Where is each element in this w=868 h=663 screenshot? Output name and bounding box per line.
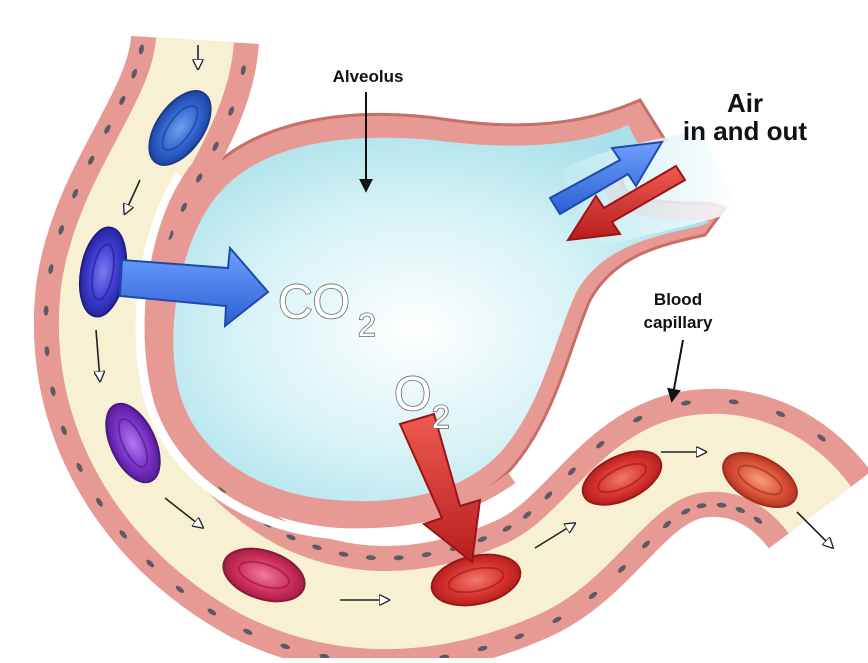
wall-cell-nucleus xyxy=(240,65,246,76)
wall-cell-nucleus xyxy=(280,643,291,650)
red-blood-cell xyxy=(581,450,663,506)
wall-cell-nucleus xyxy=(50,386,56,397)
flow-arrow-icon xyxy=(796,511,832,547)
wall-cell-nucleus xyxy=(633,416,643,423)
wall-cell-nucleus xyxy=(312,544,322,551)
flow-arrow-icon xyxy=(125,179,141,213)
wall-cell-nucleus xyxy=(735,507,746,513)
flow-arrow-icon xyxy=(164,497,202,527)
wall-cell-nucleus xyxy=(775,411,786,418)
alveolus xyxy=(150,98,740,523)
wall-cell-nucleus xyxy=(617,564,626,573)
red-blood-cell xyxy=(722,451,798,509)
wall-cell-nucleus xyxy=(681,508,691,515)
wall-cell-nucleus xyxy=(167,230,174,240)
wall-cell-nucleus xyxy=(642,540,650,549)
wall-cell-nucleus xyxy=(544,491,553,500)
wall-cell-nucleus xyxy=(196,173,203,183)
air-label-line1: Air xyxy=(727,88,763,118)
wall-cell-nucleus xyxy=(393,555,404,561)
co2-label: CO 2 xyxy=(277,275,376,344)
flow-arrows xyxy=(96,45,832,600)
wall-cell-nucleus xyxy=(228,106,235,116)
capillary-label-line1: Blood xyxy=(654,290,702,309)
pointer-arrow-icon xyxy=(667,339,684,403)
red-blood-cell xyxy=(148,90,212,166)
wall-cell-nucleus xyxy=(286,534,296,541)
co2-label-main: CO xyxy=(278,276,350,329)
wall-cell-nucleus xyxy=(567,467,576,476)
wall-cell-nucleus xyxy=(552,616,562,623)
air-in-arrow-icon xyxy=(566,164,687,242)
wall-cell-nucleus xyxy=(104,124,111,134)
wall-cell-nucleus xyxy=(207,608,217,616)
wall-cell-nucleus xyxy=(58,225,64,235)
wall-cell-nucleus xyxy=(131,68,138,79)
wall-cell-nucleus xyxy=(72,188,79,199)
co2-arrow-icon xyxy=(118,245,270,329)
o2-arrow-icon xyxy=(398,412,482,564)
wall-cell-nucleus xyxy=(696,503,707,509)
wall-cell-nucleus xyxy=(502,525,512,532)
wall-cell-nucleus xyxy=(523,511,532,519)
capillary-label-line2: capillary xyxy=(644,313,714,332)
wall-cell-nucleus xyxy=(588,591,598,600)
red-blood-cell xyxy=(222,547,306,603)
wall-cell-nucleus xyxy=(365,555,376,561)
wall-cell-nucleus xyxy=(180,202,188,212)
red-blood-cell xyxy=(105,402,161,484)
wall-cell-nucleus xyxy=(175,585,185,594)
wall-cell-nucleus xyxy=(88,155,95,165)
wall-cell-nucleus xyxy=(680,400,691,406)
wall-cell-nucleus xyxy=(119,530,127,539)
wall-cell-nucleus xyxy=(48,264,54,274)
wall-cell-nucleus xyxy=(662,520,672,529)
wall-cell-nucleus xyxy=(138,44,144,55)
wall-cell-nucleus xyxy=(817,434,826,442)
o2-label-sub: 2 xyxy=(432,399,450,435)
wall-cell-nucleus xyxy=(96,497,103,507)
wall-cell-nucleus xyxy=(596,441,605,449)
wall-cell-nucleus xyxy=(753,516,763,524)
o2-label: O 2 xyxy=(393,367,450,436)
wall-cell-nucleus xyxy=(514,633,525,640)
wall-cell-nucleus xyxy=(119,95,126,106)
wall-cell-nucleus xyxy=(421,552,432,558)
wall-cell-nucleus xyxy=(477,536,488,543)
wall-cell-nucleus xyxy=(716,502,727,508)
co2-label-sub: 2 xyxy=(358,307,376,343)
wall-cell-nucleus xyxy=(477,645,488,652)
flow-arrow-icon xyxy=(534,524,574,549)
red-blood-cells xyxy=(78,90,798,607)
alveolus-air-space xyxy=(173,125,711,502)
wall-cell-nucleus xyxy=(338,551,349,557)
wall-cell-nucleus xyxy=(61,425,67,436)
air-out-arrow-icon xyxy=(548,140,664,216)
red-blood-cell xyxy=(430,553,522,607)
flow-arrow-icon xyxy=(96,329,100,380)
o2-label-main: O xyxy=(394,368,431,421)
wall-cell-nucleus xyxy=(243,628,253,635)
wall-cell-nucleus xyxy=(44,346,50,357)
alveolus-label: Alveolus xyxy=(333,67,404,86)
wall-cell-nucleus xyxy=(728,399,739,405)
wall-cell-nucleus xyxy=(146,559,155,568)
wall-cell-nucleus xyxy=(76,462,83,473)
air-label-line2: in and out xyxy=(683,116,808,146)
wall-cell-nucleus xyxy=(212,141,219,152)
wall-cell-nucleus xyxy=(43,305,49,316)
